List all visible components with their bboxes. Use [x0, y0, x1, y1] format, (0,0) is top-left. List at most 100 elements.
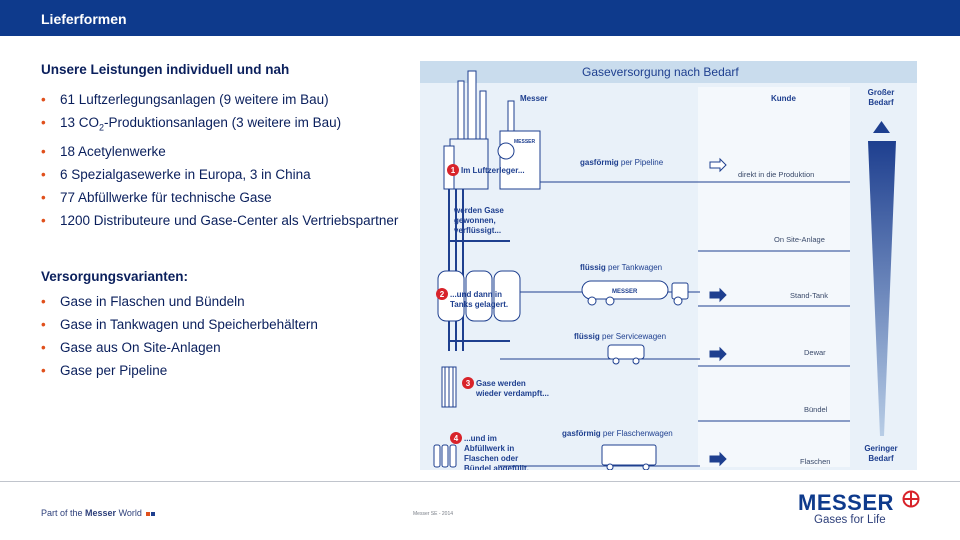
- services-item: • 61 Luftzerlegungsanlagen (9 weitere im …: [41, 91, 401, 108]
- messer-logo: MESSER Gases for Life: [798, 490, 920, 526]
- footer-dots-icon: [146, 512, 151, 516]
- step-number-icon: [436, 288, 448, 300]
- storage-tanks: [437, 270, 521, 322]
- variants-list: • Gase in Flaschen und Bündeln • Gase in Ta…: [41, 293, 401, 385]
- services-item-text: 13 CO: [60, 115, 100, 130]
- services-item-text: 6 Spezialgasewerke in Europa, 3 in China: [60, 166, 311, 182]
- footer-divider: [0, 481, 960, 482]
- variants-item-text: Gase aus On Site-Anlagen: [60, 340, 221, 355]
- variants-item-text: Gase in Tankwagen und Speicherbehältern: [60, 317, 318, 332]
- step-number: 1: [451, 166, 456, 175]
- plant-logo-text: MESSER: [514, 139, 536, 145]
- footer-tagline-post: World: [116, 508, 142, 518]
- low-demand-label-1: Geringer: [864, 444, 897, 453]
- variants-item-text: Gase in Flaschen und Bündeln: [60, 294, 245, 309]
- header-bar: Lieferformen: [0, 0, 960, 36]
- step-number: 3: [466, 379, 471, 388]
- bullet-icon: •: [41, 166, 46, 182]
- route-mode: gasförmig: [580, 158, 619, 167]
- services-item-text: 77 Abfüllwerke für technische Gase: [60, 189, 272, 205]
- services-item: • 6 Spezialgasewerke in Europa, 3 in Chin…: [41, 166, 401, 183]
- step-text: gewonnen,: [454, 216, 496, 225]
- supply-diagram: Gaseversorgung nach Bedarf Messer Kunde …: [420, 61, 917, 470]
- bullet-icon: •: [41, 212, 46, 228]
- footer-tagline: Part of the Messer World: [41, 508, 156, 518]
- step-number-icon: [462, 377, 474, 389]
- bullet-icon: •: [41, 294, 46, 309]
- step-text: wieder verdampft...: [475, 389, 549, 398]
- services-item-text-post: -Produktionsanlagen (3 weitere im Bau): [104, 115, 342, 130]
- services-item-text: 1200 Distributeure und Gase-Center als V…: [60, 212, 399, 228]
- variants-item: •Gase per Pipeline: [41, 362, 401, 379]
- step-text: Im Luftzerleger...: [461, 166, 525, 175]
- demand-wedge: [868, 141, 896, 436]
- logo-wordmark: MESSER: [798, 490, 894, 515]
- variants-item: • Gase in Flaschen und Bündeln: [41, 293, 401, 310]
- process-pipes: [448, 189, 510, 351]
- step-text: Flaschen oder: [464, 454, 518, 463]
- route-vehicle: per Pipeline: [619, 158, 664, 167]
- page-title: Lieferformen: [41, 11, 127, 27]
- bullet-icon: •: [41, 317, 46, 332]
- variants-item: • Gase aus On Site-Anlagen: [41, 339, 401, 356]
- customer-label: Stand-Tank: [790, 291, 828, 300]
- tank-truck: MESSER: [581, 280, 689, 306]
- footer-tagline-pre: Part of the: [41, 508, 86, 518]
- variants-item-text: Gase per Pipeline: [60, 363, 168, 378]
- step-text: werden Gase: [453, 206, 504, 215]
- gas-cylinders: [433, 444, 457, 468]
- customer-list: direkt in die Produktion On Site-AnlageSt…: [738, 170, 830, 466]
- demand-arrow-head-icon: [873, 121, 890, 133]
- step-number-icon: [447, 164, 459, 176]
- low-demand-label-2: Bedarf: [868, 454, 894, 463]
- truck-logo-text: MESSER: [612, 289, 638, 295]
- subscript: 2: [99, 122, 105, 133]
- services-item-text: 61 Luftzerlegungsanlagen (9 weitere im B…: [60, 92, 329, 107]
- delivery-routes: gasförmig per Pipeline flüssig per Tankwa…: [562, 157, 727, 467]
- step-text: ...und im: [464, 434, 497, 443]
- services-list: • 61 Luftzerlegungsanlagen (9 weitere im …: [41, 91, 401, 235]
- services-heading: Unsere Leistungen individuell und nah: [41, 62, 290, 77]
- bullet-icon: •: [41, 115, 46, 130]
- route-mode: flüssig: [574, 332, 600, 341]
- high-demand-label-1: Großer: [868, 88, 895, 97]
- bullet-icon: •: [41, 92, 46, 107]
- footer-dots-icon-2: [151, 512, 156, 516]
- delivery-arrow-icon: [709, 287, 727, 303]
- variants-heading: Versorgungsvarianten:: [41, 269, 189, 284]
- step-text: Tanks gelagert.: [450, 300, 508, 309]
- customer-label: On Site-Anlage: [774, 235, 825, 244]
- bullet-icon: •: [41, 143, 46, 159]
- demand-scale: Großer Bedarf Geringer Bedarf: [864, 88, 897, 463]
- cylinder-truck: [601, 444, 657, 470]
- route-label: gasförmig per Pipeline: [580, 158, 664, 167]
- step-number: 4: [454, 434, 459, 443]
- service-van: [607, 344, 645, 365]
- route-label: flüssig per Tankwagen: [580, 263, 662, 272]
- footer-tagline-bold: Messer: [85, 508, 117, 518]
- customer-label: direkt in die Produktion: [738, 170, 814, 179]
- bullet-icon: •: [41, 340, 46, 355]
- step-text: verflüssigt...: [454, 226, 501, 235]
- route-vehicle: per Servicewagen: [600, 332, 666, 341]
- services-item: • 13 CO2-Produktionsanlagen (3 weitere im…: [41, 114, 401, 137]
- services-item: • 1200 Distributeure und Gase-Center als …: [41, 212, 401, 229]
- high-demand-label-2: Bedarf: [868, 98, 894, 107]
- route-vehicle: per Tankwagen: [606, 263, 662, 272]
- route-mode: gasförmig: [562, 429, 601, 438]
- diagram-title: Gaseversorgung nach Bedarf: [582, 65, 739, 79]
- messer-label: Messer: [520, 94, 548, 103]
- variants-item: • Gase in Tankwagen und Speicherbehältern: [41, 316, 401, 333]
- messer-emblem-icon: [902, 490, 920, 508]
- kunde-label: Kunde: [771, 94, 796, 103]
- diagram-title-bar: [420, 61, 917, 83]
- delivery-arrow-icon: [709, 346, 727, 362]
- vaporizer: [441, 366, 457, 408]
- step-text: ...und dann in: [450, 290, 502, 299]
- customer-label: Dewar: [804, 348, 826, 357]
- logo-tagline: Gases for Life: [814, 514, 886, 526]
- process-steps: 1 Im Luftzerleger... werden Gasegewonnen,v…: [436, 164, 549, 470]
- step-text: Bündel abgefüllt.: [464, 464, 529, 470]
- route-mode: flüssig: [580, 263, 606, 272]
- delivery-arrow-icon: [709, 451, 727, 467]
